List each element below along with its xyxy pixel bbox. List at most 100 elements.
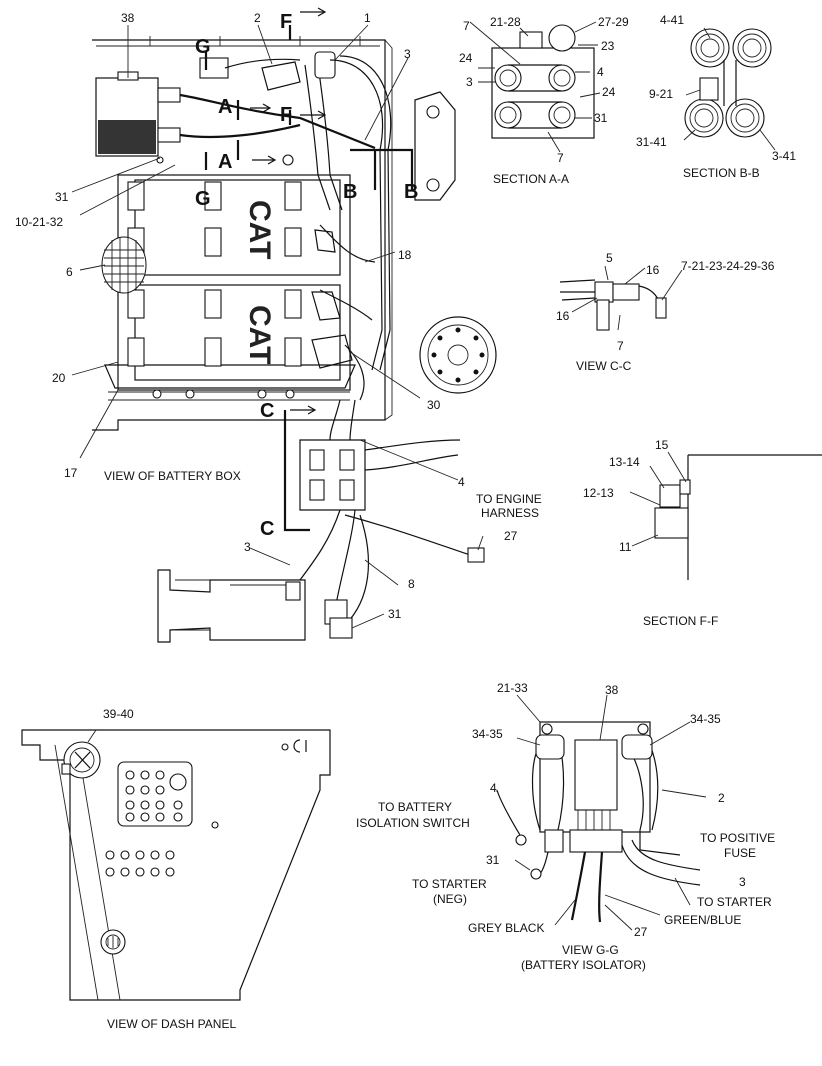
grey-black: GREY BLACK: [468, 921, 544, 935]
to-starter-neg-line2: (NEG): [433, 892, 467, 906]
label-27: 27: [504, 529, 518, 543]
to-battery-line1: TO BATTERY: [378, 800, 452, 814]
aa-label-3: 3: [466, 75, 473, 89]
gg-label-2: 2: [718, 791, 725, 805]
starter-motor: [157, 569, 353, 643]
label-8: 8: [408, 577, 415, 591]
to-starter: TO STARTER: [697, 895, 772, 909]
ff-bracket: [654, 507, 689, 539]
cc-label-7: 7: [617, 339, 624, 353]
gg-label-21-33: 21-33: [497, 681, 528, 695]
view-g-g: 21-33 38 34-35 34-35 4 2 TO BATTERY ISOL…: [356, 681, 775, 972]
cc-label-5: 5: [606, 251, 613, 265]
caption-view-gg-2: (BATTERY ISOLATOR): [521, 958, 646, 972]
label-6: 6: [66, 265, 73, 279]
label-31-lower: 31: [388, 607, 402, 621]
to-battery-line2: ISOLATION SWITCH: [356, 816, 470, 830]
mount-plate: [414, 91, 456, 201]
marker-g-bottom: G: [195, 188, 211, 210]
caption-view-cc: VIEW C-C: [576, 359, 632, 373]
gg-label-3: 3: [739, 875, 746, 889]
label-4: 4: [458, 475, 465, 489]
battery-bottom: CAT: [127, 284, 341, 381]
cc-label-7-21: 7-21-23-24-29-36: [681, 259, 775, 273]
aa-label-7b: 7: [557, 151, 564, 165]
aa-label-27-29: 27-29: [598, 15, 629, 29]
label-2: 2: [254, 11, 261, 25]
green-blue: GREEN/BLUE: [664, 913, 741, 927]
aa-label-23: 23: [601, 39, 615, 53]
gg-label-38: 38: [605, 683, 619, 697]
cat-logo-top: CAT: [243, 200, 276, 259]
aa-label-21-28: 21-28: [490, 15, 521, 29]
switch-row: [105, 850, 175, 877]
gg-label-34-35-right: 34-35: [690, 712, 721, 726]
label-10-21-32: 10-21-32: [15, 215, 63, 229]
gg-label-31: 31: [486, 853, 500, 867]
label-17: 17: [64, 466, 78, 480]
bb-label-31-41: 31-41: [636, 135, 667, 149]
marker-a-top: A: [218, 96, 232, 118]
marker-f-top: F: [280, 11, 292, 33]
marker-f-mid: F: [280, 104, 292, 126]
marker-c-bottom: C: [260, 518, 274, 540]
marker-a-bottom: A: [218, 151, 232, 173]
gauge-cluster-dots: [125, 770, 187, 822]
label-1: 1: [364, 11, 371, 25]
cc-label-16b: 16: [556, 309, 570, 323]
wheel-disc: [419, 316, 497, 394]
gg-label-27: 27: [634, 925, 648, 939]
marker-b-left: B: [343, 181, 357, 203]
marker-g-top: G: [195, 36, 211, 58]
aa-label-7: 7: [463, 19, 470, 33]
section-f-f: 15 13-14 12-13 11 SECTION F-F: [583, 438, 822, 628]
caption-section-bb: SECTION B-B: [683, 166, 760, 180]
view-c-c: 5 16 7-21-23-24-29-36 16 7 VIEW C-C: [556, 251, 775, 373]
bb-label-4-41: 4-41: [660, 13, 684, 27]
marker-c-top: C: [260, 400, 274, 422]
label-20: 20: [52, 371, 66, 385]
label-3-lower: 3: [244, 540, 251, 554]
battery-box-view: CAT CAT: [15, 7, 542, 643]
to-engine-line1: TO ENGINE: [476, 492, 542, 506]
gg-label-34-35-left: 34-35: [472, 727, 503, 741]
gg-label-4: 4: [490, 781, 497, 795]
marker-b-right: B: [404, 181, 418, 203]
section-b-b: 4-41 9-21 31-41 3-41 SECTION B-B: [636, 13, 796, 180]
dash-panel-view: 39-40 VIEW OF DASH PANEL: [21, 707, 331, 1031]
aa-label-31: 31: [594, 111, 608, 125]
to-engine-line2: HARNESS: [481, 506, 539, 520]
label-38: 38: [121, 11, 135, 25]
aa-label-24b: 24: [602, 85, 616, 99]
caption-view-gg-1: VIEW G-G: [562, 943, 619, 957]
label-18: 18: [398, 248, 412, 262]
cat-logo-bottom: CAT: [243, 305, 276, 364]
to-starter-neg-line1: TO STARTER: [412, 877, 487, 891]
grille-6: [101, 236, 147, 294]
battery-top: CAT: [127, 179, 341, 276]
label-3: 3: [404, 47, 411, 61]
ff-label-13-14: 13-14: [609, 455, 640, 469]
aa-label-4: 4: [597, 65, 604, 79]
aa-label-24: 24: [459, 51, 473, 65]
section-cut-lines: [204, 7, 414, 532]
ff-label-11: 11: [619, 540, 632, 554]
caption-dash-panel: VIEW OF DASH PANEL: [107, 1017, 236, 1031]
ff-label-15: 15: [655, 438, 669, 452]
caption-section-aa: SECTION A-A: [493, 172, 569, 186]
bb-label-9-21: 9-21: [649, 87, 673, 101]
dash-label-39-40: 39-40: [103, 707, 134, 721]
caption-battery-box: VIEW OF BATTERY BOX: [104, 469, 241, 483]
cc-label-16: 16: [646, 263, 660, 277]
label-31: 31: [55, 190, 69, 204]
battery-tray: [117, 174, 351, 391]
connector-27: [467, 547, 485, 563]
ff-label-12-13: 12-13: [583, 486, 614, 500]
section-a-a: 7 21-28 27-29 23 24 3 4 24 31 7 SECTION …: [459, 15, 629, 186]
label-30: 30: [427, 398, 441, 412]
to-positive-line1: TO POSITIVE: [700, 831, 775, 845]
caption-section-ff: SECTION F-F: [643, 614, 718, 628]
to-positive-line2: FUSE: [724, 846, 756, 860]
